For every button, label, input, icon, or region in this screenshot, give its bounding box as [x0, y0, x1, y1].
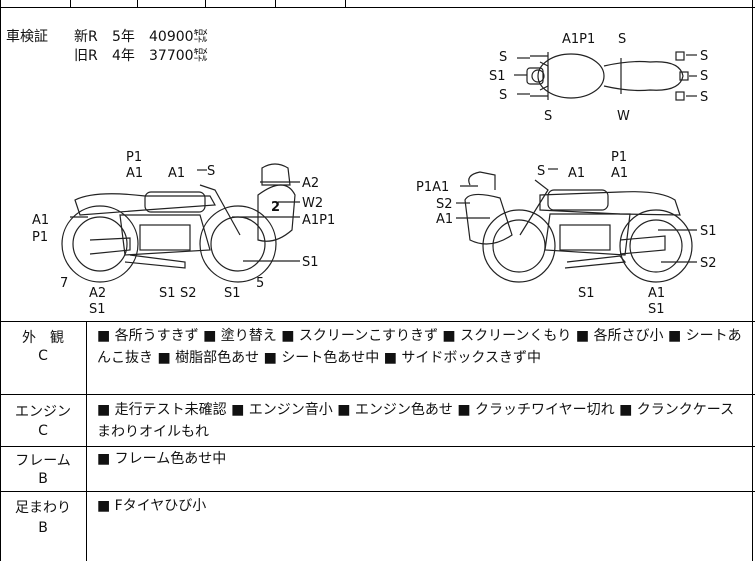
label: P1 — [32, 230, 48, 245]
category-label: 外 観 — [22, 330, 64, 346]
label: S1 — [700, 224, 717, 239]
header-col-divider — [275, 0, 276, 7]
label: S1 — [578, 286, 595, 301]
registration-label: 車検証 — [6, 29, 48, 45]
label: P1 — [126, 150, 142, 165]
label: S — [618, 32, 626, 47]
label: A1 — [168, 166, 185, 181]
inspection-notes: ■ 走行テスト未確認 ■ エンジン音小 ■ エンジン色あせ ■ クラッチワイヤー… — [97, 402, 735, 440]
label: S2 — [700, 256, 717, 271]
new-r-mileage: 40900㌖ — [149, 29, 208, 45]
label: 5 — [256, 276, 264, 291]
label: A1 — [32, 213, 49, 228]
label: S — [499, 50, 507, 65]
row-divider — [0, 491, 755, 492]
label: S1 — [159, 286, 176, 301]
label: W2 — [302, 196, 323, 211]
header-col-divider — [205, 0, 206, 7]
label: 7 — [60, 276, 68, 291]
header-col-divider — [70, 0, 71, 7]
label: A1 — [126, 166, 143, 181]
label: S — [700, 90, 708, 105]
label: P1A1 — [416, 180, 449, 195]
left-side-motorcycle — [61, 163, 300, 283]
label: S — [544, 109, 552, 124]
label: S1 — [302, 255, 319, 270]
label: S — [207, 164, 215, 179]
label: S1 — [89, 302, 106, 317]
damage-diagram: A1P1 S S S1 S S S S S W — [32, 32, 717, 317]
label: S — [700, 49, 708, 64]
header-row-bottom-border — [0, 7, 755, 8]
label: S1 — [224, 286, 241, 301]
label: S2 — [180, 286, 197, 301]
header-col-divider — [137, 0, 138, 7]
top-view-motorcycle — [514, 51, 697, 101]
label: A2 — [302, 176, 319, 191]
label: A1 — [611, 166, 628, 181]
label: S — [537, 164, 545, 179]
new-r-label: 新R — [74, 29, 98, 45]
w2-red-mark: 2 — [271, 200, 280, 215]
label: S1 — [648, 302, 665, 317]
label: A1P1 — [562, 32, 595, 47]
inspection-notes: ■ Fタイヤひび小 — [97, 498, 207, 514]
inspection-notes: ■ 各所うすきず ■ 塗り替え ■ スクリーンこすりきず ■ スクリーンくもり … — [97, 328, 742, 366]
label: S — [499, 88, 507, 103]
grade-label: B — [38, 520, 48, 536]
right-side-motorcycle — [456, 168, 697, 283]
table-top-border — [0, 321, 755, 322]
label: A1 — [568, 166, 585, 181]
header-col-divider — [345, 0, 346, 7]
old-r-mileage: 37700㌖ — [149, 48, 208, 64]
category-column-divider — [86, 321, 87, 561]
left-side-labels: P1 A1 A1 S A2 2 W2 A1P1 A1 P1 S1 7 5 A2 … — [32, 150, 335, 317]
grade-label: C — [38, 348, 48, 364]
category-label: エンジン — [15, 404, 71, 420]
category-label: フレーム — [15, 453, 71, 469]
row-divider — [0, 394, 755, 395]
label: P1 — [611, 150, 627, 165]
right-side-labels: P1 A1 S A1 P1A1 S2 A1 S1 S2 S1 A1 S1 — [416, 150, 717, 317]
new-r-year: 5年 — [112, 29, 135, 45]
label: A2 — [89, 286, 106, 301]
inspection-notes: ■ フレーム色あせ中 — [97, 451, 227, 467]
label: S — [700, 69, 708, 84]
grade-label: B — [38, 471, 48, 487]
old-r-label: 旧R — [74, 48, 98, 64]
label: S2 — [436, 197, 453, 212]
label: W — [617, 109, 630, 124]
top-view-labels: A1P1 S S S1 S S S S S W — [489, 32, 708, 124]
label: A1P1 — [302, 213, 335, 228]
row-divider — [0, 446, 755, 447]
old-r-year: 4年 — [112, 48, 135, 64]
label: A1 — [436, 212, 453, 227]
label: S1 — [489, 69, 506, 84]
category-label: 足まわり — [15, 500, 71, 516]
label: A1 — [648, 286, 665, 301]
grade-label: C — [38, 423, 48, 439]
